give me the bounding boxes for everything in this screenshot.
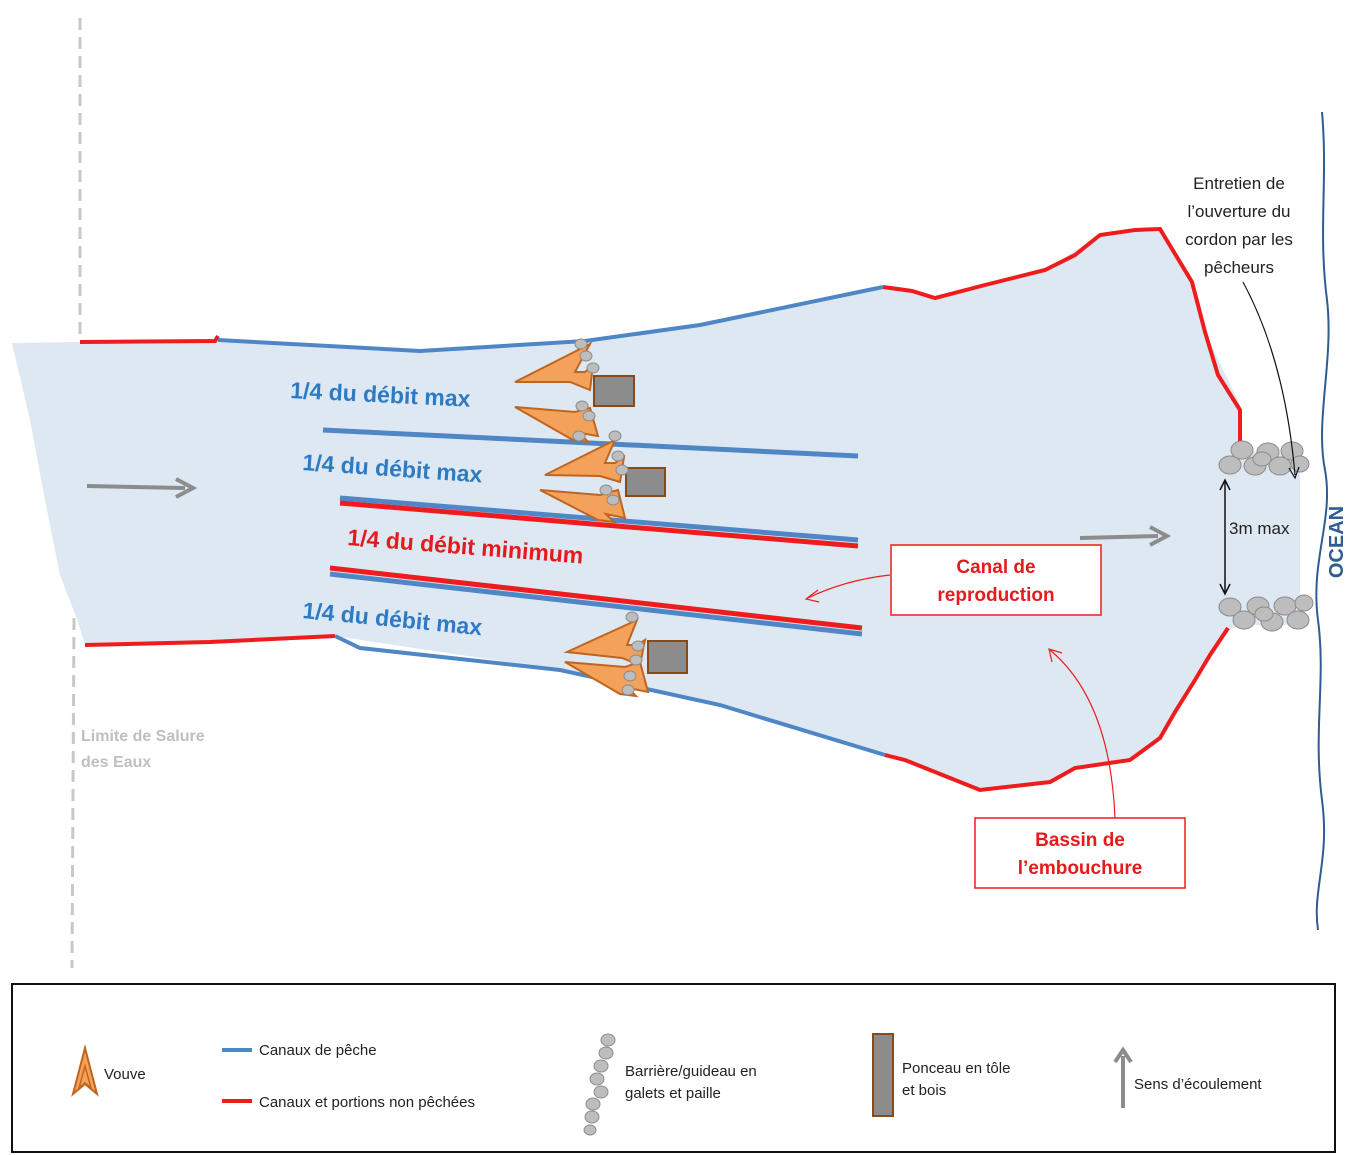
pebble bbox=[599, 484, 613, 496]
trap-group-1 bbox=[514, 338, 635, 444]
pebble bbox=[608, 430, 622, 442]
flow-arrow-right bbox=[1079, 525, 1172, 547]
bottom-bank-unfished-left bbox=[84, 634, 336, 647]
pebble bbox=[574, 338, 588, 350]
entretien-line2: l’ouverture du bbox=[1187, 202, 1290, 221]
opening-width-label: 3m max bbox=[1229, 519, 1290, 538]
legend-fishing-channels: Canaux de pêche bbox=[259, 1042, 377, 1059]
entretien-line1: Entretien de bbox=[1193, 174, 1285, 193]
pebble bbox=[625, 611, 639, 623]
ocean-shoreline bbox=[1315, 111, 1330, 931]
bassin-box-line2: l’embouchure bbox=[1018, 858, 1143, 879]
vouve-icon-inner bbox=[77, 1063, 93, 1091]
legend: Vouve Canaux de pêche Canaux et portions… bbox=[11, 983, 1336, 1153]
salt-limit-label-line2: des Eaux bbox=[81, 754, 151, 771]
pebble bbox=[615, 464, 629, 476]
ocean-label: OCEAN bbox=[1326, 506, 1346, 578]
bassin-pointer bbox=[1049, 649, 1116, 819]
channel-line-1 bbox=[322, 427, 859, 459]
bassin-box-line1: Bassin de bbox=[1035, 830, 1125, 851]
pebble bbox=[611, 450, 625, 462]
culvert-icon bbox=[872, 1033, 894, 1117]
entretien-pointer-head bbox=[1288, 466, 1300, 480]
pebble bbox=[629, 654, 643, 666]
salt-limit-line-lower bbox=[70, 617, 76, 969]
bottom-bank-fishing bbox=[334, 634, 886, 757]
channel-line-2-red bbox=[339, 500, 859, 549]
legend-flow: Sens d’écoulement bbox=[1134, 1076, 1262, 1093]
entretien-line4: pêcheurs bbox=[1204, 258, 1274, 277]
legend-vouve: Vouve bbox=[104, 1066, 146, 1083]
pebble bbox=[621, 684, 635, 696]
channel-line-3-blue bbox=[329, 571, 863, 637]
legend-unfished: Canaux et portions non pêchées bbox=[259, 1094, 475, 1111]
flow-arrow-left bbox=[86, 477, 198, 499]
channel-line-3-red bbox=[329, 565, 863, 631]
legend-culvert-line2: et bois bbox=[902, 1082, 946, 1099]
arrow-up-icon bbox=[1113, 1046, 1133, 1108]
vouve-icon bbox=[564, 660, 650, 698]
pebble bbox=[631, 640, 645, 652]
entretien-pointer bbox=[1242, 281, 1296, 476]
top-bank-unfished-left bbox=[79, 334, 220, 344]
trap-group-2 bbox=[539, 430, 666, 524]
pebble bbox=[572, 430, 586, 442]
legend-barrier-line2: galets et paille bbox=[625, 1085, 721, 1102]
legend-barrier-line1: Barrière/guideau en bbox=[625, 1063, 757, 1080]
pebble bbox=[606, 494, 620, 506]
bassin-box bbox=[974, 817, 1186, 889]
canal-box bbox=[890, 544, 1102, 616]
pebble bbox=[582, 410, 596, 422]
legend-box bbox=[11, 983, 1336, 1153]
opening-width-arrow bbox=[1219, 478, 1231, 596]
pebble-icon bbox=[583, 1033, 616, 1136]
pebble bbox=[586, 362, 600, 374]
canal-box-line2: reproduction bbox=[937, 585, 1054, 606]
pebble bbox=[579, 350, 593, 362]
legend-culvert-line1: Ponceau en tôle bbox=[902, 1060, 1010, 1077]
culvert-icon bbox=[647, 640, 688, 674]
bassin-pointer-head bbox=[1048, 648, 1063, 663]
bottom-bank-unfished-right bbox=[884, 626, 1230, 793]
salt-limit-label-line1: Limite de Salure bbox=[81, 728, 205, 745]
canal-pointer-head bbox=[804, 589, 820, 603]
water-body bbox=[12, 229, 1300, 790]
pebble-barrier-top bbox=[1218, 440, 1310, 476]
canal-box-line1: Canal de bbox=[956, 557, 1035, 578]
pebble-barrier-bottom bbox=[1218, 594, 1314, 632]
pebble bbox=[623, 670, 637, 682]
trap-group-3 bbox=[563, 611, 688, 698]
canal-pointer bbox=[807, 574, 891, 599]
culvert-icon bbox=[593, 375, 635, 407]
entretien-line3: cordon par les bbox=[1185, 230, 1293, 249]
top-bank-unfished-right bbox=[882, 226, 1242, 450]
culvert-icon bbox=[625, 467, 666, 497]
pebble bbox=[575, 400, 589, 412]
